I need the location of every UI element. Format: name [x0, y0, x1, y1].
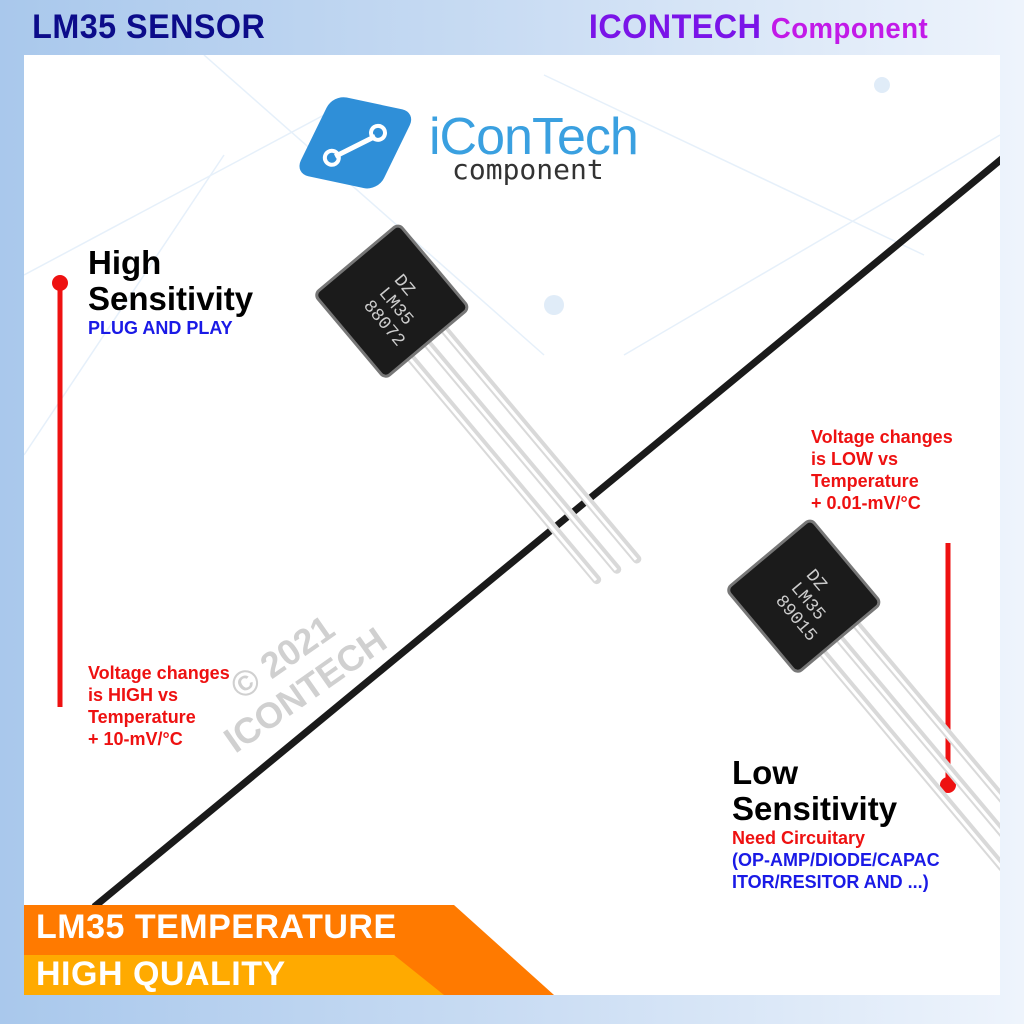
desc-line: Temperature	[88, 707, 196, 727]
high-title-2: Sensitivity	[88, 280, 254, 317]
low-title-2: Sensitivity	[732, 790, 898, 827]
low-description: Voltage changes is LOW vs Temperature + …	[811, 426, 953, 514]
high-indicator-dot	[52, 275, 68, 291]
low-sensitivity-block: Low Sensitivity Need Circuitary (OP-AMP/…	[732, 755, 940, 893]
desc-line: + 10-mV/°C	[88, 729, 183, 749]
low-title-1: Low	[732, 754, 798, 791]
network-background	[24, 55, 1000, 456]
network-node	[874, 77, 890, 93]
desc-line: Voltage changes	[88, 663, 230, 683]
low-subtitle: Need Circuitary	[732, 828, 866, 848]
brand-name: ICONTECH	[588, 8, 762, 46]
banner-yellow	[24, 955, 444, 995]
desc-line: + 0.01-mV/°C	[811, 493, 921, 513]
banner-line-2: HIGH QUALITY	[36, 955, 286, 993]
divider-line	[91, 155, 1000, 910]
note-line: (OP-AMP/DIODE/CAPAC	[732, 850, 940, 870]
header-title: LM35 SENSOR	[32, 8, 266, 46]
lm35-chip-low: 89015 LM35 DZ	[727, 519, 1000, 872]
banner-line-1: LM35 TEMPERATURE	[36, 908, 397, 946]
high-sensitivity-block: High Sensitivity PLUG AND PLAY	[88, 245, 253, 339]
logo-icon	[299, 97, 412, 189]
brand-sub: Component	[770, 13, 929, 45]
logo-name: iConTech	[429, 108, 639, 166]
logo-tagline: component	[452, 153, 604, 186]
high-subtitle: PLUG AND PLAY	[88, 318, 233, 338]
low-indicator-dot	[940, 777, 956, 793]
high-title-1: High	[88, 244, 162, 281]
high-description: Voltage changes is HIGH vs Temperature +…	[88, 662, 230, 750]
product-illustration: 88072 LM35 DZ 89015 LM35 DZ	[24, 55, 1000, 995]
desc-line: Voltage changes	[811, 427, 953, 447]
product-panel: 88072 LM35 DZ 89015 LM35 DZ iConTech com…	[24, 55, 1000, 995]
desc-line: is LOW vs	[811, 449, 899, 469]
note-line: ITOR/RESITOR AND ...)	[732, 872, 929, 892]
desc-line: is HIGH vs	[88, 685, 179, 705]
desc-line: Temperature	[811, 471, 919, 491]
header-brand: ICONTECH Component	[589, 8, 928, 47]
network-node	[544, 295, 564, 315]
lm35-chip-high: 88072 LM35 DZ	[315, 224, 642, 585]
